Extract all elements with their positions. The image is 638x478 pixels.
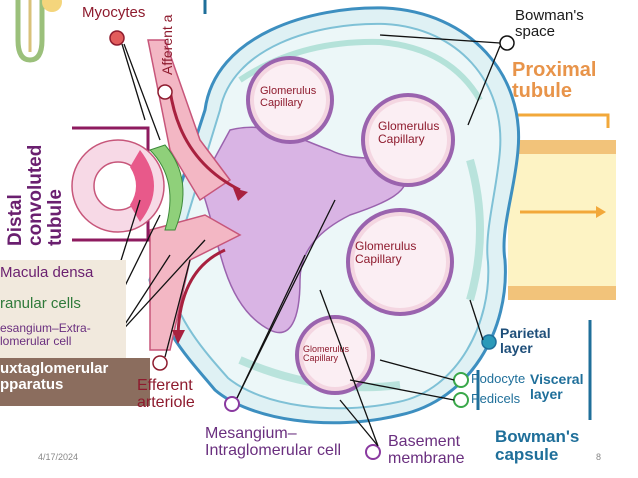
top-left-decoration — [15, 0, 62, 63]
pedicels-label: Pedicels — [471, 391, 521, 406]
visceral-layer-label: Visceral layer — [530, 371, 584, 402]
mesangium-extraglomerular-label: esangium–Extra- lomerular cell — [0, 321, 91, 348]
bowmans-capsule-label: Bowman's capsule — [495, 427, 580, 464]
glomerulus-capillary-2-label: Glomerulus Capillary — [378, 119, 440, 146]
bracket-lines — [203, 0, 592, 420]
granular-cells-label: ranular cells — [0, 295, 81, 312]
footer-date: 4/17/2024 — [38, 452, 79, 462]
arterioles — [147, 39, 248, 351]
podocyte-label: Podocyte — [471, 371, 526, 386]
glomerulus-capillary-1-label: Glomerulus Capillary — [260, 85, 317, 109]
proximal-tubule-shape — [508, 113, 616, 300]
myocytes-label: Myocytes — [82, 4, 146, 21]
basement-membrane-label: Basement membrane — [388, 433, 465, 467]
juxtaglomerular-apparatus-label: uxtaglomerular pparatus — [0, 360, 109, 393]
jga-title-box — [0, 358, 150, 406]
bowmans-space-label: Bowman's space — [515, 7, 584, 40]
mesangium-shape — [199, 126, 407, 334]
macula-densa-label: Macula densa — [0, 264, 94, 281]
parietal-layer-label: Parietal layer — [500, 325, 551, 356]
glomerulus-capillaries — [246, 56, 455, 395]
distal-tubule-label: Distal convoluted tubule — [5, 144, 66, 246]
glomerulus-capillary-4-label: Glomerulus Capillary — [303, 344, 350, 364]
proximal-tubule-label: Proximal tubule — [512, 59, 597, 102]
mesangium-intraglomerular-label: Mesangium– Intraglomerular cell — [205, 425, 342, 459]
pointer-lines — [117, 34, 501, 447]
distal-tubule-shape — [71, 126, 184, 242]
footer-page-number: 8 — [596, 452, 602, 462]
glomerulus-capillary-3-label: Glomerulus Capillary — [355, 239, 417, 266]
jga-list-background — [0, 260, 126, 358]
efferent-arteriole-label: Efferent arteriole — [137, 377, 195, 411]
afferent-label: Afferent a — [159, 14, 175, 75]
